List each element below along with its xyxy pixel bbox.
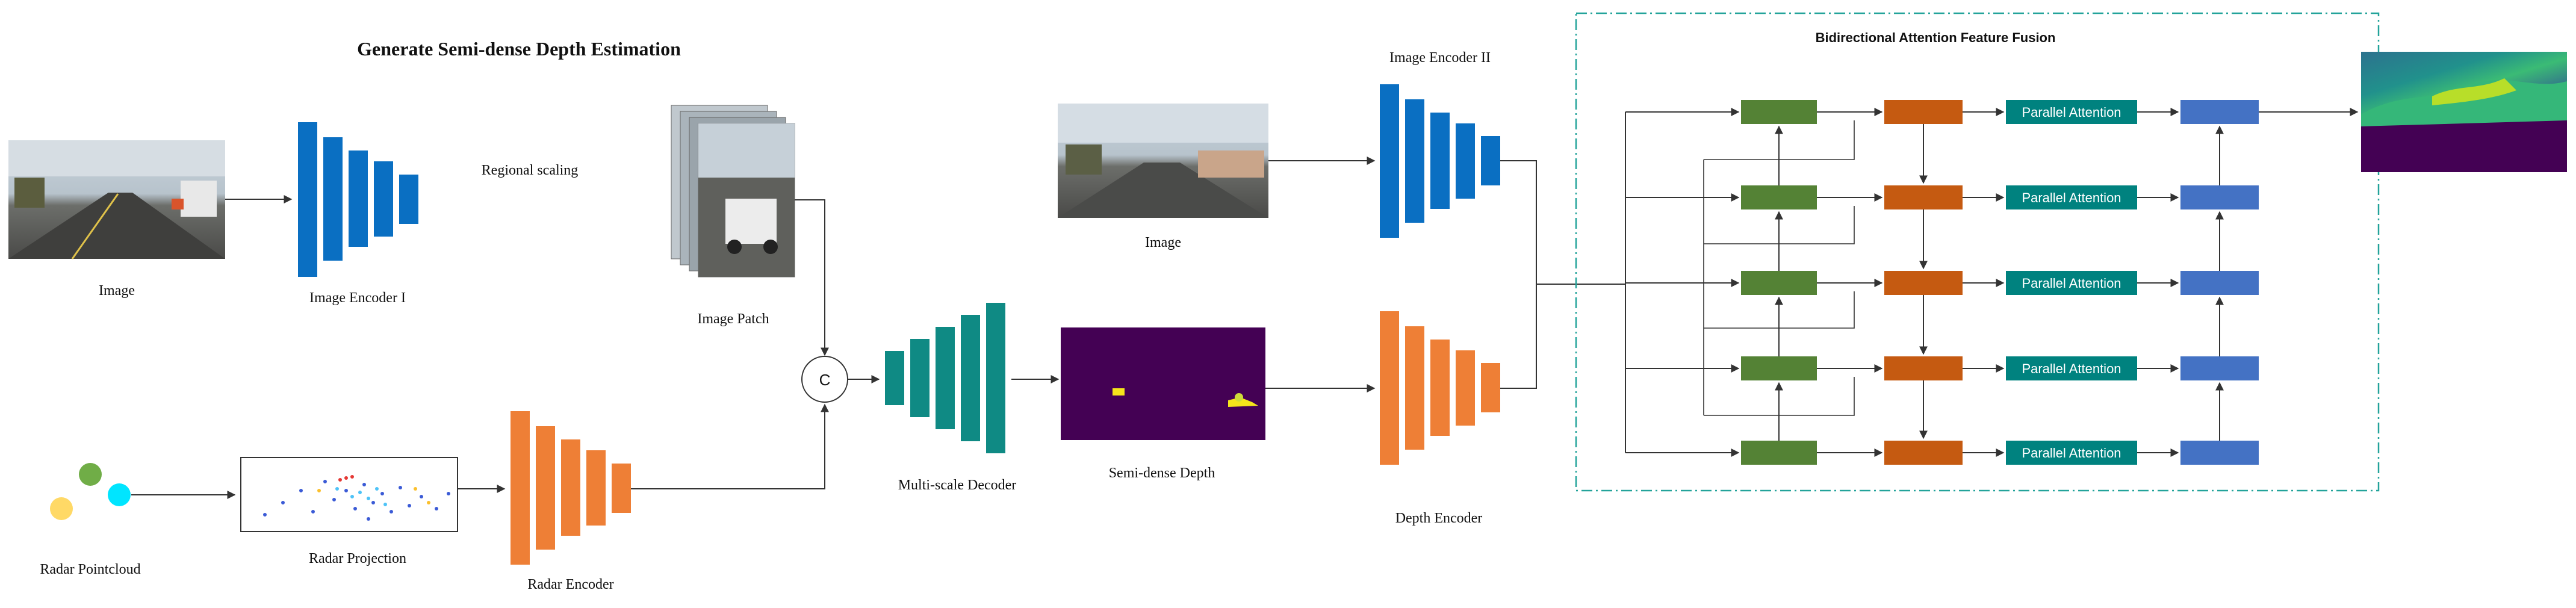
label-image-left: Image <box>99 283 135 299</box>
input-image-right <box>1058 104 1268 218</box>
label-image-patch: Image Patch <box>697 311 769 327</box>
label-depth-encoder: Depth Encoder <box>1395 510 1483 526</box>
output-depth-map <box>2361 52 2567 172</box>
label-multiscale-decoder: Multi-scale Decoder <box>898 477 1017 493</box>
label-radar-encoder: Radar Encoder <box>527 577 613 592</box>
parallel-attention-blocks <box>2006 100 2137 465</box>
input-image-left <box>8 140 225 259</box>
image-encoder-1 <box>298 122 418 277</box>
label-radar-projection: Radar Projection <box>309 551 406 566</box>
orange-feature-blocks <box>1884 100 1963 465</box>
diagram-title: Generate Semi-dense Depth Estimation <box>357 38 681 60</box>
label-image-encoder-2: Image Encoder II <box>1389 50 1491 66</box>
blue-feature-blocks <box>2180 100 2259 465</box>
image-encoder-2 <box>1380 84 1500 238</box>
parallel-attention-label-3: Parallel Attention <box>2022 276 2121 291</box>
label-image-encoder-1: Image Encoder I <box>309 290 406 306</box>
radar-projection-image <box>240 457 458 532</box>
radar-pointcloud-icon <box>50 463 131 520</box>
fusion-module-border <box>1575 12 2380 492</box>
depth-encoder <box>1380 311 1500 465</box>
radar-encoder <box>511 411 631 565</box>
fusion-title: Bidirectional Attention Feature Fusion <box>1816 30 2056 45</box>
label-radar-pointcloud: Radar Pointcloud <box>40 562 140 577</box>
label-image-right: Image <box>1145 235 1181 250</box>
parallel-attention-label-1: Parallel Attention <box>2022 105 2121 120</box>
label-semi-dense-depth: Semi-dense Depth <box>1109 465 1215 481</box>
multiscale-decoder <box>885 303 1005 453</box>
parallel-attention-label-5: Parallel Attention <box>2022 445 2121 461</box>
semi-dense-depth-image <box>1061 327 1265 440</box>
label-regional-scaling: Regional scaling <box>482 163 579 178</box>
green-feature-blocks <box>1741 100 1817 465</box>
parallel-attention-label-4: Parallel Attention <box>2022 361 2121 376</box>
parallel-attention-label-2: Parallel Attention <box>2022 190 2121 205</box>
image-patch-stack <box>671 105 795 278</box>
concat-label: C <box>819 371 831 389</box>
